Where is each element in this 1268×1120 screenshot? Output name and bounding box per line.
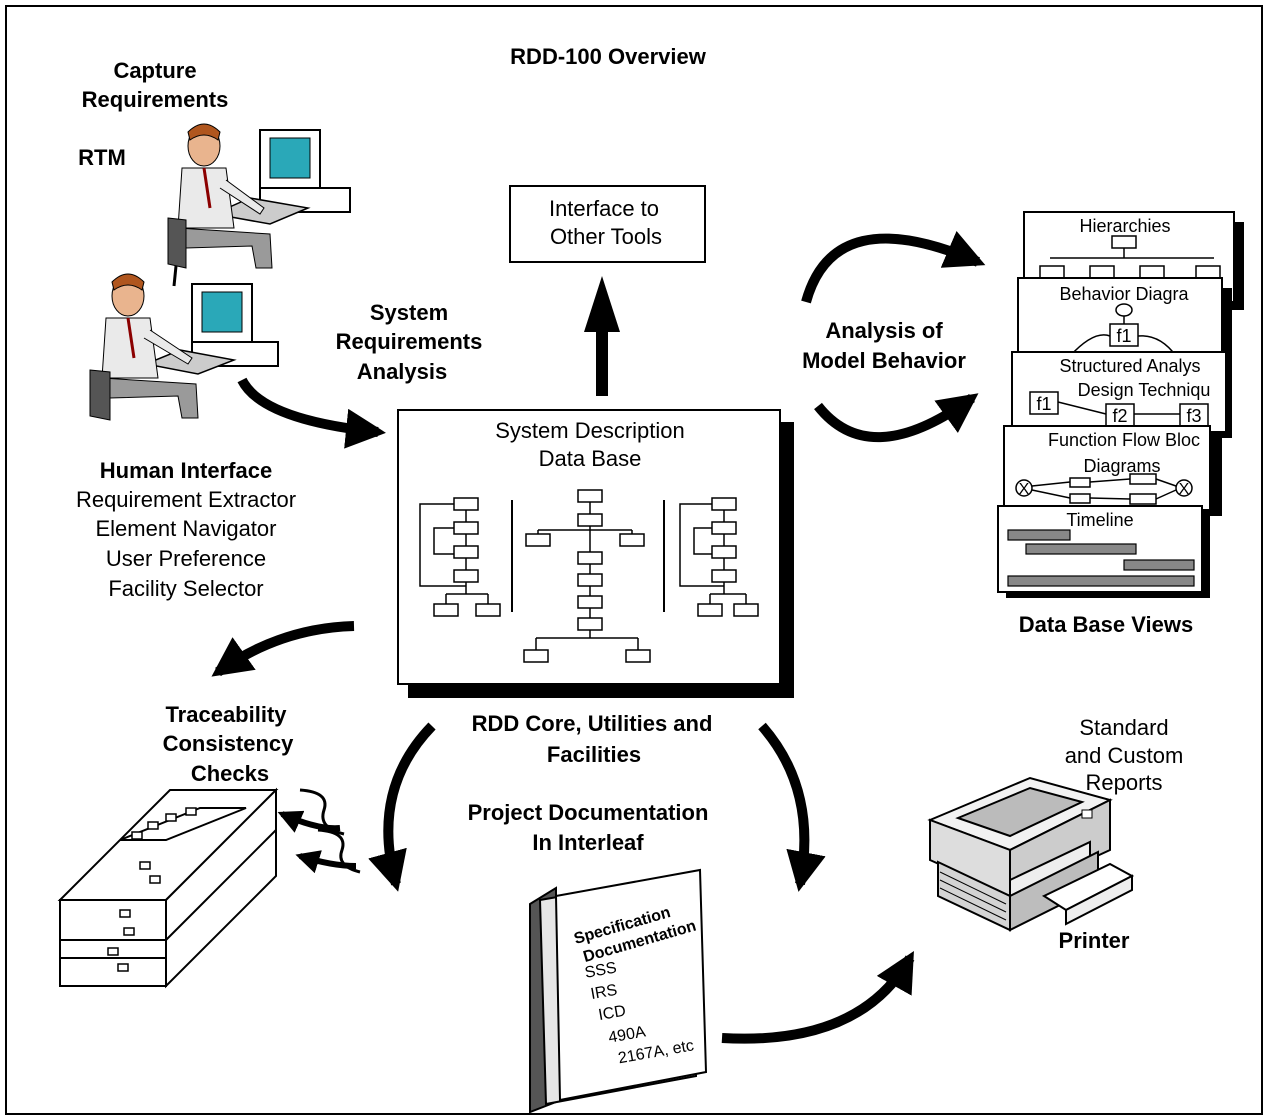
outer-frame	[5, 5, 1263, 1115]
svg-text:System: System	[370, 300, 448, 325]
svg-text:Analysis of: Analysis of	[825, 318, 943, 343]
check-arrows-icon	[277, 788, 361, 874]
svg-text:Data Base: Data Base	[539, 446, 642, 471]
svg-text:In Interleaf: In Interleaf	[532, 830, 644, 855]
svg-text:SSS: SSS	[584, 960, 618, 982]
specification-book-icon: Specification Documentation SSS IRS ICD …	[529, 868, 708, 1114]
svg-text:Traceability: Traceability	[165, 702, 287, 727]
svg-text:System Description: System Description	[495, 418, 685, 443]
svg-text:Checks: Checks	[191, 761, 269, 786]
svg-text:X: X	[1179, 481, 1190, 498]
workstation-user-icon	[167, 123, 351, 287]
svg-text:Other Tools: Other Tools	[550, 224, 662, 249]
standard-custom-reports-label: Standard and Custom Reports	[1065, 715, 1184, 795]
svg-text:Reports: Reports	[1085, 770, 1162, 795]
arrow-core-to-printer	[758, 722, 826, 892]
svg-text:Analysis: Analysis	[357, 359, 448, 384]
capture-requirements-label: Capture Requirements	[82, 58, 229, 112]
rtm-label: RTM	[78, 145, 126, 170]
system-description-database: System Description Data Base	[397, 409, 794, 698]
printer-icon	[927, 776, 1135, 932]
svg-text:f3: f3	[1186, 406, 1201, 426]
svg-text:ICD: ICD	[597, 1003, 627, 1025]
printer-label: Printer	[1059, 928, 1130, 953]
page-title: RDD-100 Overview	[510, 44, 707, 69]
arrow-to-views-lower	[814, 393, 979, 442]
svg-text:User Preference: User Preference	[106, 546, 266, 571]
traceability-consistency-checks-label: Traceability Consistency Checks	[163, 702, 295, 786]
arrow-book-to-printer	[721, 951, 915, 1044]
workstation-analyst-icon	[89, 273, 279, 421]
arrow-to-sddb	[237, 377, 386, 449]
svg-text:f1: f1	[1036, 394, 1051, 414]
svg-text:f2: f2	[1112, 406, 1127, 426]
svg-text:Timeline: Timeline	[1066, 510, 1133, 530]
svg-text:Diagrams: Diagrams	[1083, 456, 1160, 476]
svg-text:490A: 490A	[607, 1023, 647, 1046]
svg-text:Project Documentation: Project Documentation	[468, 800, 709, 825]
project-documentation-label: Project Documentation In Interleaf	[468, 800, 709, 855]
svg-text:Facilities: Facilities	[547, 742, 641, 767]
svg-text:Requirements: Requirements	[336, 329, 483, 354]
svg-text:Consistency: Consistency	[163, 731, 295, 756]
view-function-flow-block-diagram: Function Flow Bloc Diagrams X X	[1003, 425, 1222, 516]
up-arrow-to-interface	[584, 276, 620, 396]
data-base-views-caption: Data Base Views	[1019, 612, 1193, 637]
svg-text:Element Navigator: Element Navigator	[96, 516, 277, 541]
svg-text:Interface to: Interface to	[549, 196, 659, 221]
system-requirements-analysis-label: System Requirements Analysis	[336, 300, 483, 384]
arrow-to-views-upper	[801, 230, 986, 304]
svg-text:Design Techniqu: Design Techniqu	[1078, 380, 1211, 400]
svg-text:X: X	[1019, 481, 1030, 498]
svg-text:Behavior Diagra: Behavior Diagra	[1059, 284, 1189, 304]
interface-to-other-tools-box: Interface to Other Tools	[509, 185, 706, 263]
svg-text:Facility Selector: Facility Selector	[108, 576, 263, 601]
data-base-views-stack: Hierarchies Behavior Diagra f1	[997, 211, 1244, 598]
svg-text:and Custom: and Custom	[1065, 743, 1184, 768]
svg-text:Capture: Capture	[113, 58, 196, 83]
svg-text:Requirement Extractor: Requirement Extractor	[76, 487, 296, 512]
svg-text:f1: f1	[1116, 326, 1131, 346]
view-timeline: Timeline	[997, 505, 1210, 598]
human-interface-list: Human Interface Requirement Extractor El…	[76, 458, 296, 601]
svg-text:IRS: IRS	[589, 982, 618, 1003]
svg-text:Requirements: Requirements	[82, 87, 229, 112]
svg-text:RDD Core, Utilities and: RDD Core, Utilities and	[472, 711, 713, 736]
traceability-filebox-icon	[57, 787, 279, 989]
svg-text:Hierarchies: Hierarchies	[1079, 216, 1170, 236]
svg-text:Standard: Standard	[1079, 715, 1168, 740]
arrow-to-traceability	[211, 621, 355, 677]
svg-text:Human Interface: Human Interface	[100, 458, 272, 483]
arrow-core-to-traceability	[368, 722, 436, 892]
rdd-core-label: RDD Core, Utilities and Facilities	[472, 711, 713, 767]
svg-text:Function Flow Bloc: Function Flow Bloc	[1048, 430, 1200, 450]
analysis-of-model-behavior-label: Analysis of Model Behavior	[802, 318, 966, 373]
svg-text:Structured Analys: Structured Analys	[1059, 356, 1200, 376]
svg-text:Model Behavior: Model Behavior	[802, 348, 966, 373]
